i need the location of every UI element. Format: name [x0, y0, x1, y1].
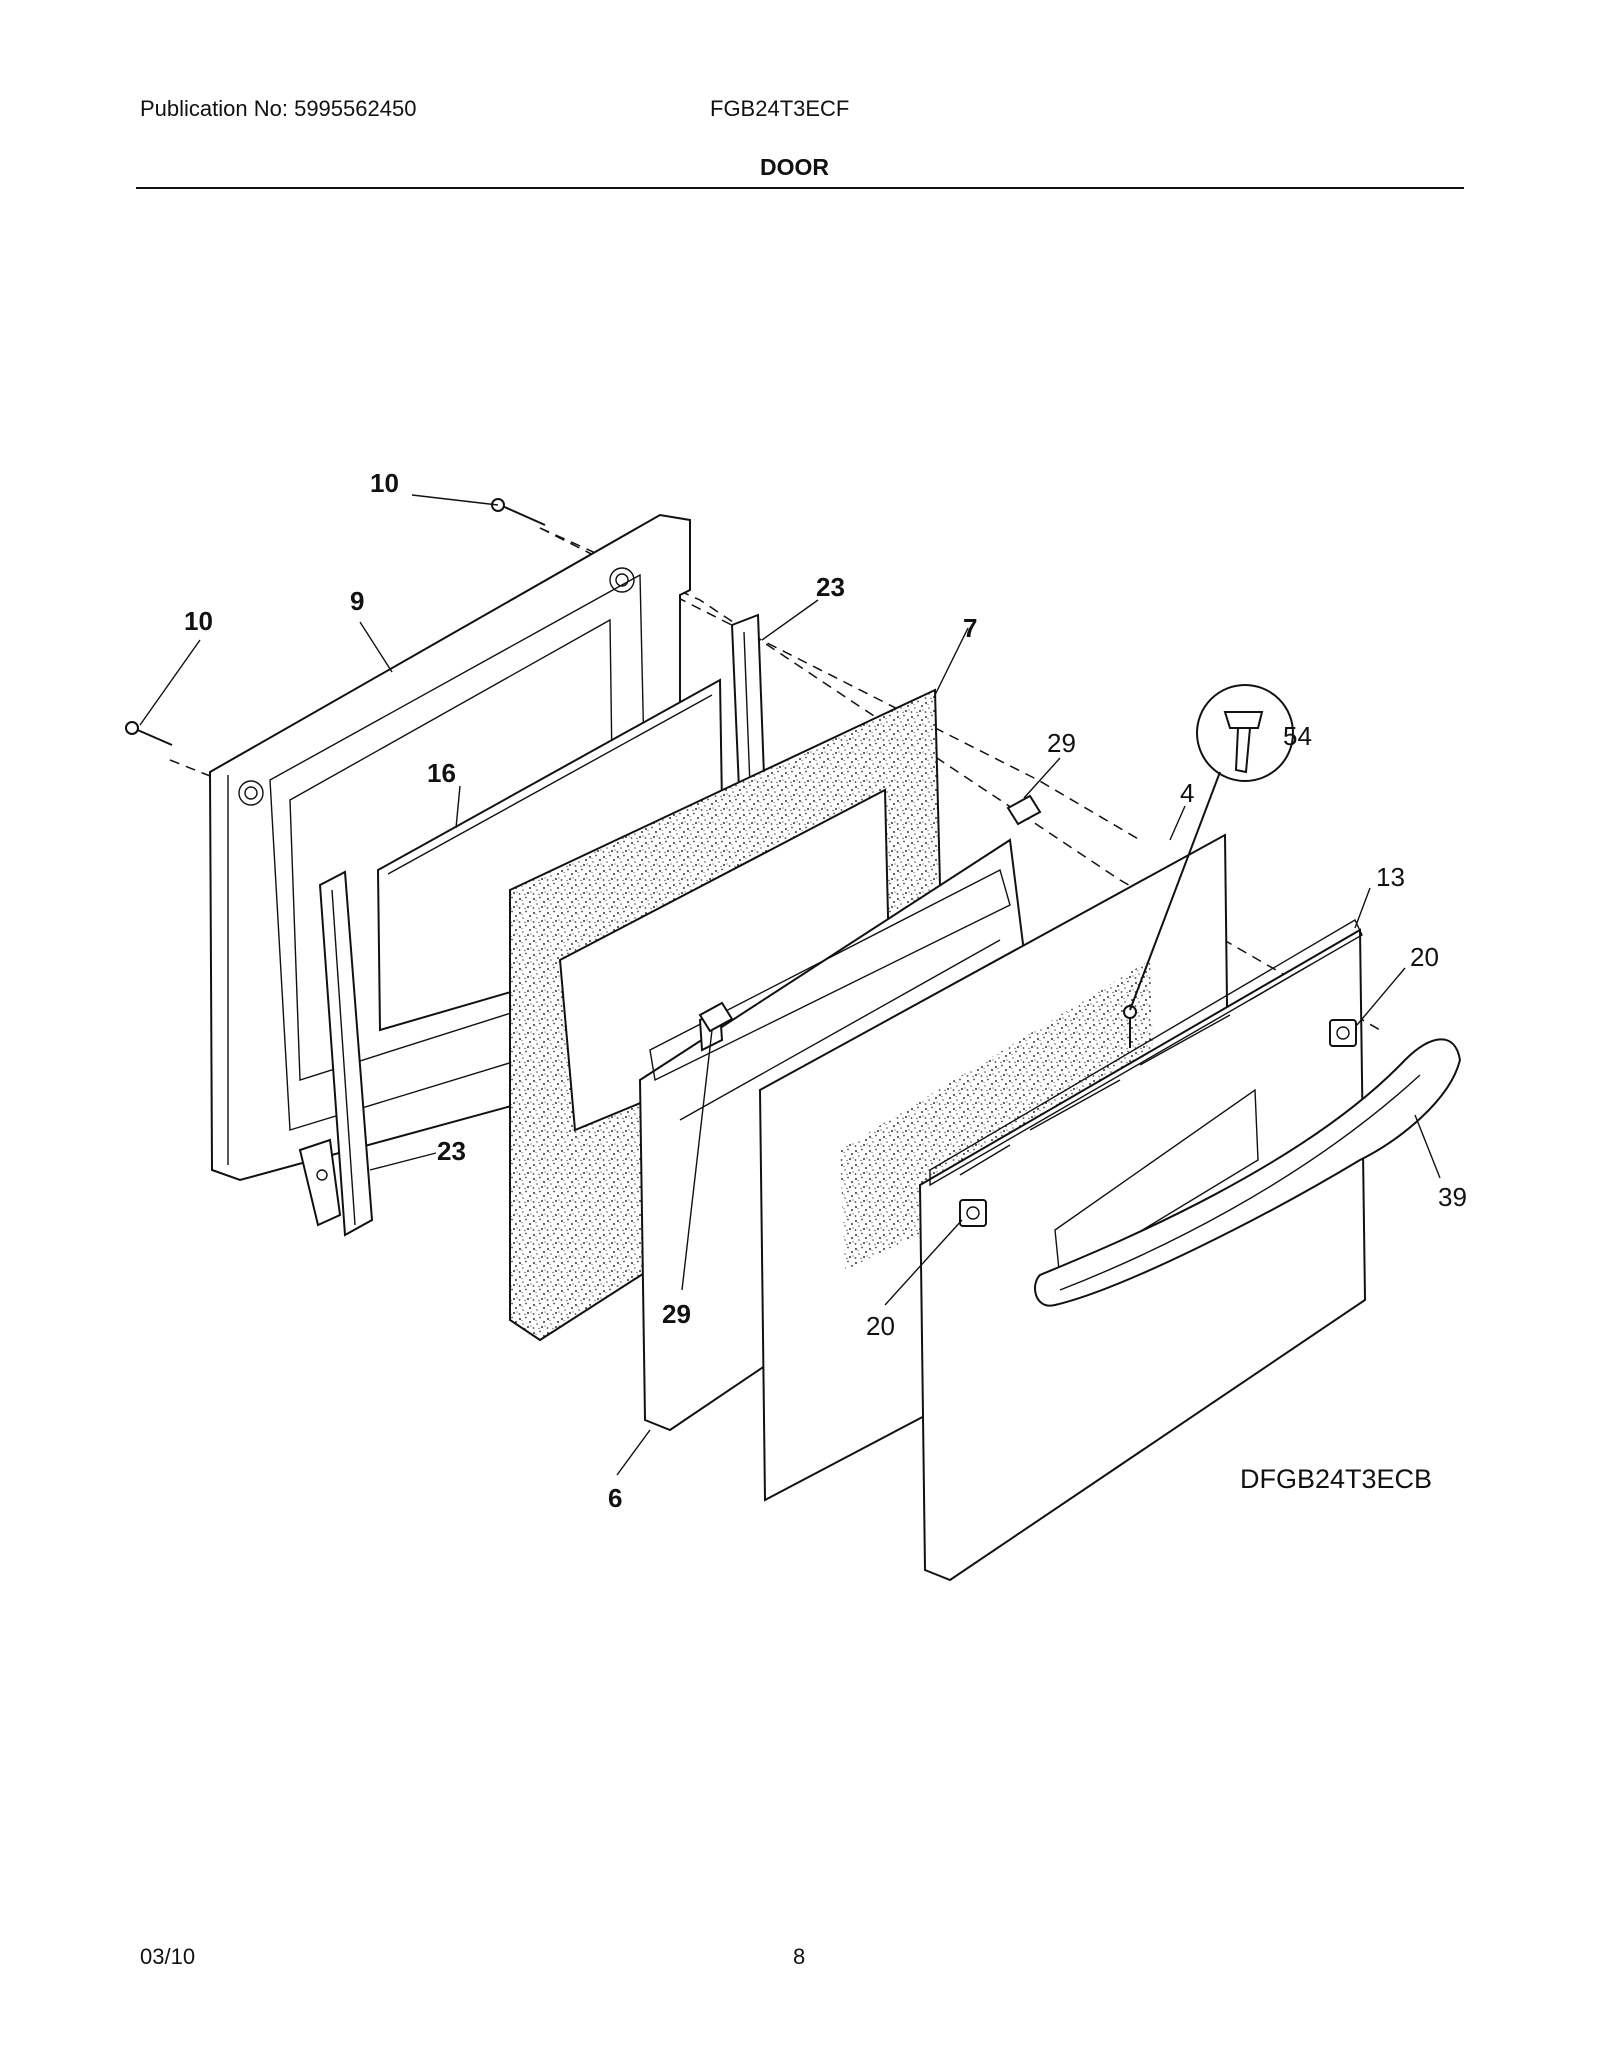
- screw-top: [491, 498, 546, 526]
- callout-20-right: 20: [1410, 942, 1439, 972]
- left-hinge: [298, 870, 374, 1237]
- screw-center: [1123, 1005, 1137, 1048]
- callout-29-right: 29: [1047, 728, 1076, 758]
- callout-4: 4: [1180, 778, 1194, 808]
- spacer-left: [698, 1001, 734, 1033]
- header-rule: [136, 187, 1464, 189]
- callout-10-top: 10: [370, 468, 399, 498]
- model-number: FGB24T3ECF: [710, 96, 850, 121]
- section-title: DOOR: [760, 154, 829, 180]
- callout-7: 7: [963, 613, 977, 643]
- spacer-right: [1006, 794, 1042, 826]
- callout-54: 54: [1283, 721, 1312, 751]
- handle-mount-left: [959, 1199, 987, 1227]
- footer-page-number: 8: [793, 1944, 806, 1969]
- publication-number: Publication No: 5995562450: [140, 96, 417, 121]
- callout-20-left: 20: [866, 1311, 895, 1341]
- vent-slots: [959, 964, 1311, 1176]
- diagram-code: DFGB24T3ECB: [1240, 1464, 1432, 1494]
- callout-13: 13: [1376, 862, 1405, 892]
- callout-16: 16: [427, 758, 456, 788]
- screw-detail-circle: [1129, 684, 1294, 1011]
- footer-date: 03/10: [140, 1944, 196, 1969]
- door-handle: [1034, 1038, 1462, 1307]
- screw-left: [125, 721, 173, 746]
- callout-29-left: 29: [662, 1299, 691, 1329]
- callout-9: 9: [350, 586, 364, 616]
- leader-lines: [139, 494, 1441, 1476]
- handle-mount-right: [1329, 1019, 1357, 1047]
- callout-10-left: 10: [184, 606, 213, 636]
- callout-23-bottom: 23: [437, 1136, 466, 1166]
- callout-39: 39: [1438, 1182, 1467, 1212]
- callout-6: 6: [608, 1483, 622, 1513]
- callout-23-top: 23: [816, 572, 845, 602]
